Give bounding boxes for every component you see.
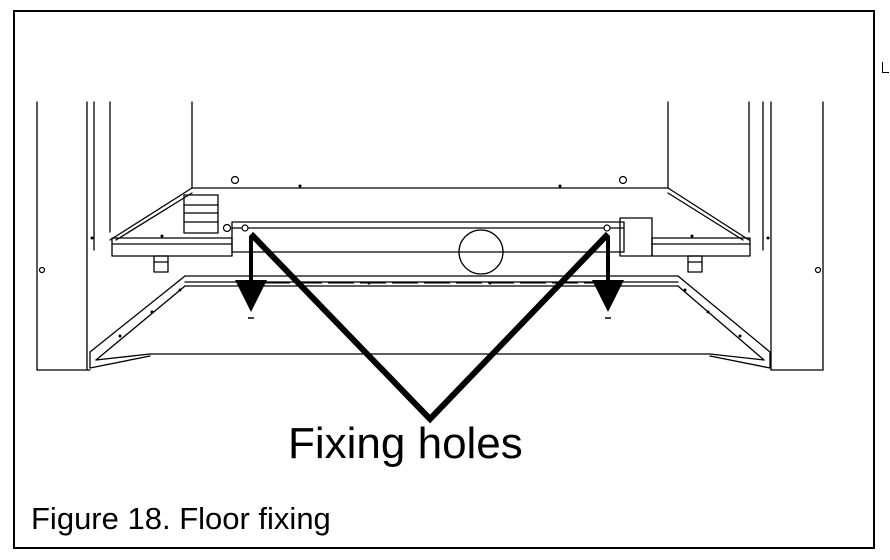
side-hole bbox=[814, 266, 822, 274]
fixing-hole-left bbox=[241, 224, 249, 232]
plinth-rail bbox=[89, 275, 771, 369]
floor-panel bbox=[109, 187, 750, 241]
side-hole bbox=[38, 266, 46, 274]
figure-frame bbox=[13, 10, 875, 549]
left-bracket bbox=[111, 194, 233, 273]
right-side-wall bbox=[748, 101, 824, 371]
callout-leader bbox=[248, 231, 611, 424]
screw-head-icon bbox=[230, 175, 240, 185]
fixing-bar bbox=[231, 217, 653, 257]
down-arrow-icon bbox=[592, 236, 624, 319]
right-bracket bbox=[651, 237, 751, 273]
stray-mark bbox=[882, 62, 889, 73]
left-side-wall bbox=[36, 101, 111, 371]
callout-label: Fixing holes bbox=[288, 419, 523, 468]
fixing-hole-right bbox=[603, 224, 611, 232]
screw-head-icon bbox=[222, 223, 232, 233]
screw-head-icon bbox=[618, 175, 628, 185]
figure-caption: Figure 18. Floor fixing bbox=[31, 501, 331, 536]
down-arrow-icon bbox=[235, 236, 267, 319]
access-cutout bbox=[458, 229, 504, 275]
